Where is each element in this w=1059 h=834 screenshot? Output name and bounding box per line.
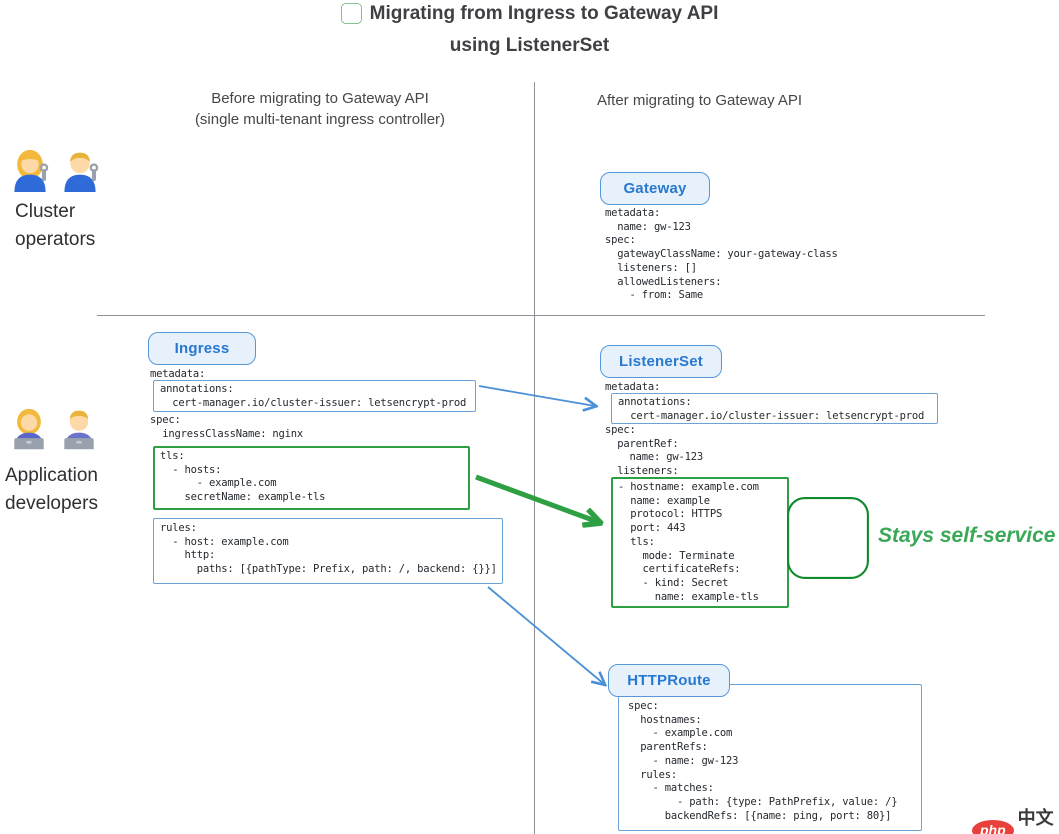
after-column-header: After migrating to Gateway API bbox=[597, 92, 803, 109]
application-developers-icons bbox=[7, 406, 101, 452]
green-check-emoji-large bbox=[786, 496, 870, 580]
listenerset-annotations-highlight-box bbox=[611, 393, 938, 424]
woman-mechanic-icon bbox=[8, 147, 52, 193]
ingress-yaml-tls: tls: - hosts: - example.com secretName: … bbox=[160, 450, 326, 504]
arrow-annotations-migration bbox=[478, 385, 595, 406]
ingress-yaml-metadata: metadata: bbox=[150, 368, 206, 380]
before-column-header: Before migrating to Gateway API (single … bbox=[194, 90, 446, 128]
listenerset-yaml-metadata: metadata: bbox=[605, 381, 661, 393]
woman-technologist-icon bbox=[7, 406, 51, 452]
title-line2: using ListenerSet bbox=[449, 35, 610, 56]
column-divider-line bbox=[534, 82, 535, 834]
ingress-yaml-rules: rules: - host: example.com http: paths: … bbox=[160, 522, 497, 576]
cluster-operators-label: Cluster operators bbox=[15, 201, 96, 250]
ingress-yaml-annotations: annotations: cert-manager.io/cluster-iss… bbox=[160, 383, 467, 409]
application-developers-label: Application developers bbox=[5, 465, 98, 514]
arrow-tls-to-listeners bbox=[475, 474, 598, 522]
title-line1: Migrating from Ingress to Gateway API bbox=[369, 3, 719, 24]
watermark-text: 中文网 bbox=[1017, 808, 1054, 828]
httproute-resource-pill: HTTPRoute bbox=[608, 664, 730, 697]
arrow-rules-to-httproute bbox=[487, 586, 604, 684]
ingress-annotations-highlight-box bbox=[153, 380, 476, 412]
listenerset-yaml-listeners: - hostname: example.com name: example pr… bbox=[618, 481, 759, 603]
man-technologist-icon bbox=[57, 406, 101, 452]
listenerset-resource-pill: ListenerSet bbox=[600, 345, 722, 378]
httproute-outline-box bbox=[618, 684, 922, 831]
ingress-yaml-spec: spec: ingressClassName: nginx bbox=[150, 414, 304, 440]
php-logo-badge: php bbox=[972, 819, 1014, 834]
gateway-resource-pill: Gateway bbox=[600, 172, 710, 205]
httproute-yaml: spec: hostnames: - example.com parentRef… bbox=[628, 700, 898, 822]
listenerset-yaml-spec: spec: parentRef: name: gw-123 listeners: bbox=[605, 424, 703, 478]
green-check-emoji bbox=[341, 3, 362, 24]
man-mechanic-icon bbox=[58, 147, 102, 193]
ingress-tls-highlight-box bbox=[153, 446, 470, 510]
stays-self-service-note: Stays self-service bbox=[878, 524, 1056, 547]
ingress-rules-highlight-box bbox=[153, 518, 503, 584]
diagram-title: Migrating from Ingress to Gateway API us… bbox=[0, 0, 1059, 59]
listenerset-yaml-annotations: annotations: cert-manager.io/cluster-iss… bbox=[618, 396, 925, 422]
php-cn-watermark: php 中文网 bbox=[972, 804, 1059, 834]
ingress-resource-pill: Ingress bbox=[148, 332, 256, 365]
gateway-yaml: metadata: name: gw-123 spec: gatewayClas… bbox=[605, 207, 838, 302]
cluster-operators-icons bbox=[8, 147, 102, 193]
row-divider-line bbox=[97, 315, 985, 316]
